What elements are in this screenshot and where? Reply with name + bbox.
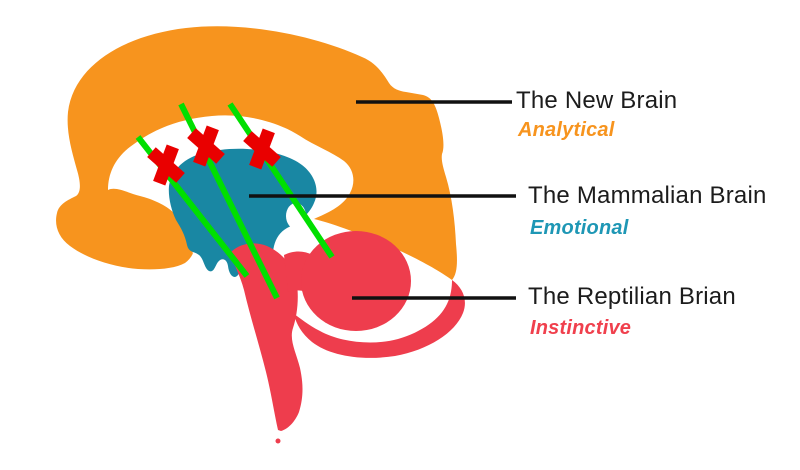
pointer-lines — [249, 100, 516, 300]
x-mark-3 — [243, 128, 281, 170]
cerebellum-hook-shape — [294, 280, 465, 358]
x-marks — [147, 125, 281, 186]
new-brain-label: The New Brain — [516, 87, 678, 114]
brainstem-shape — [231, 243, 303, 431]
reptilian-brain-label: The Reptilian Brian — [528, 283, 736, 310]
x-mark-2 — [187, 125, 225, 167]
x-mark-1 — [147, 144, 185, 186]
brainstem-tip-dot — [275, 438, 281, 444]
strike-line-3 — [227, 102, 335, 259]
mammalian-brain-sublabel: Emotional — [530, 217, 629, 239]
reptilian-brain-sublabel: Instinctive — [530, 317, 632, 339]
cerebellum-shape — [301, 231, 411, 331]
new-brain-sublabel: Analytical — [518, 119, 615, 141]
mammalian-brain-label: The Mammalian Brain — [528, 182, 767, 209]
